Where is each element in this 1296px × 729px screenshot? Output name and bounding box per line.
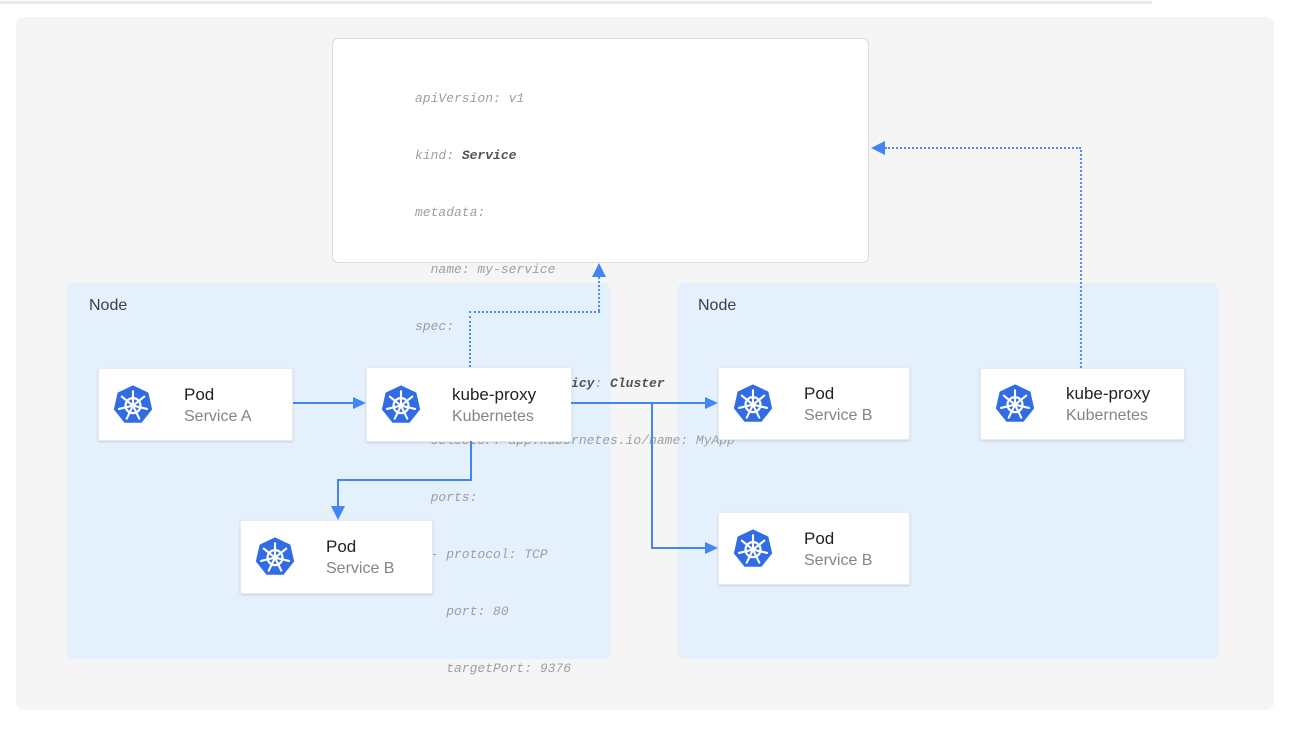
card-title: kube-proxy [452, 384, 537, 404]
card-pod-service-b-right-bottom: Pod Service B [718, 512, 910, 585]
card-pod-service-a: Pod Service A [98, 368, 293, 441]
yaml-line: ports: [415, 490, 478, 505]
yaml-line: - protocol: TCP [415, 547, 548, 562]
node-right: Node [678, 283, 1218, 659]
kubernetes-icon [732, 527, 774, 570]
kubernetes-icon [732, 382, 774, 425]
card-pod-service-b-right-top: Pod Service B [718, 367, 910, 440]
card-subtitle: Service B [326, 560, 395, 577]
node-label: Node [698, 297, 737, 314]
yaml-line: spec: [415, 319, 455, 334]
card-subtitle: Service B [804, 406, 873, 424]
card-title: kube-proxy [1066, 384, 1151, 403]
kubernetes-icon [380, 383, 422, 426]
card-title: Pod [804, 528, 835, 548]
yaml-line: metadata: [415, 205, 486, 220]
card-pod-service-b-left: Pod Service B [240, 520, 433, 594]
card-subtitle: Kubernetes [452, 407, 534, 425]
yaml-line: name: my-service [415, 262, 556, 277]
card-subtitle: Service A [184, 407, 252, 425]
card-title: Pod [184, 384, 215, 404]
yaml-line: port: 80 [415, 604, 509, 619]
kubernetes-icon [994, 383, 1036, 425]
node-left: Node [67, 283, 610, 659]
top-divider [0, 1, 1152, 4]
kubernetes-icon [254, 536, 296, 578]
yaml-line: kind: Service [415, 148, 517, 163]
node-label: Node [89, 297, 128, 314]
service-yaml-card: apiVersion: v1 kind: Service metadata: n… [332, 38, 869, 676]
card-kube-proxy-left: kube-proxy Kubernetes [366, 367, 572, 442]
card-title: Pod [326, 537, 357, 556]
yaml-line: apiVersion: v1 [415, 91, 525, 106]
card-kube-proxy-right: kube-proxy Kubernetes [980, 368, 1185, 440]
card-title: Pod [804, 383, 835, 403]
card-subtitle: Service B [804, 551, 873, 569]
kubernetes-icon [112, 383, 154, 426]
card-subtitle: Kubernetes [1066, 407, 1148, 424]
yaml-line: targetPort: 9376 [415, 661, 572, 676]
